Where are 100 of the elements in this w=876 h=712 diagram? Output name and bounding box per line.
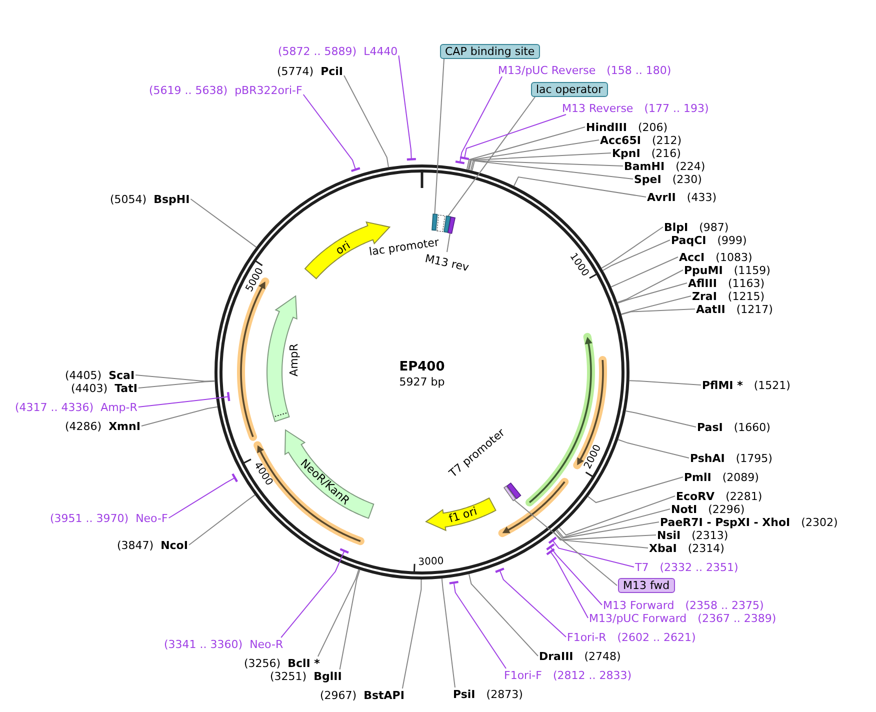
enzyme-name: NcoI xyxy=(160,538,188,552)
leader-line xyxy=(556,508,670,538)
leader-line xyxy=(302,94,361,172)
cut-site-position: (1660) xyxy=(734,420,770,434)
cut-site-position: (2873) xyxy=(486,688,523,700)
enzyme-name: AatII xyxy=(696,302,726,316)
leader-line xyxy=(468,574,538,656)
cut-site-position: (212) xyxy=(652,134,682,146)
enzyme-name: NsiI xyxy=(657,528,681,542)
cut-site-position: (2089) xyxy=(722,470,759,484)
plasmid-name: EP400 xyxy=(399,360,445,374)
primer-position: (3951 .. 3970) xyxy=(50,512,129,524)
enzyme-name: BglII xyxy=(314,670,342,682)
enzyme-name: TatI xyxy=(114,382,138,394)
enzyme-name: DraIII xyxy=(539,650,574,662)
leader-line xyxy=(458,114,566,160)
leader-line xyxy=(188,494,256,546)
cut-site-position: (1083) xyxy=(716,250,752,264)
leader-line xyxy=(434,58,444,215)
leader-line xyxy=(558,496,676,536)
cut-site-position: (3847) xyxy=(117,538,154,552)
leader-line xyxy=(454,76,502,164)
cut-site-position: (433) xyxy=(686,190,716,204)
enzyme-name: AccI xyxy=(679,250,705,264)
enzyme-name: PciI xyxy=(320,64,344,78)
primer-name: L4440 xyxy=(364,44,398,58)
leader-line xyxy=(140,406,218,426)
enzyme-name: BclI * xyxy=(288,656,320,670)
leader-line xyxy=(466,126,586,170)
primer-name: M13/pUC Reverse xyxy=(498,64,596,76)
leader-line xyxy=(441,578,456,688)
cut-site-position: (2748) xyxy=(584,650,621,662)
leader-line xyxy=(344,75,389,168)
cut-site-position: (4405) xyxy=(65,368,102,382)
scale-label: 3000 xyxy=(418,556,444,568)
primer-position: (2602 .. 2621) xyxy=(617,630,696,644)
cut-site-position: (1159) xyxy=(734,264,770,276)
cut-site-position: (2302) xyxy=(801,516,838,528)
primer-name: M13 Reverse xyxy=(562,102,634,114)
cut-site-position: (1217) xyxy=(736,302,773,316)
primer-position: (3341 .. 3360) xyxy=(164,638,243,650)
leader-line xyxy=(548,536,634,568)
primer-name: Neo-F xyxy=(136,512,168,524)
enzyme-name: PshAI xyxy=(690,452,725,464)
cut-site-position: (2296) xyxy=(708,502,745,516)
leader-line xyxy=(168,472,238,518)
enzyme-name: KpnI xyxy=(612,146,640,160)
leader-line xyxy=(339,569,360,670)
leader-line xyxy=(494,568,566,638)
leader-line xyxy=(554,532,656,540)
primer-name: pBR322ori-F xyxy=(234,84,302,96)
feature-label: f1 ori xyxy=(447,504,479,526)
enzyme-name: PflMI * xyxy=(702,378,743,392)
enzyme-name: PmlI xyxy=(684,470,712,484)
leader-line xyxy=(448,96,536,217)
cut-site-position: (4286) xyxy=(65,420,102,432)
enzyme-name: AflIII xyxy=(688,276,717,290)
primer-position: (158 .. 180) xyxy=(606,64,672,76)
leader-line xyxy=(514,500,618,586)
enzyme-name: BamHI xyxy=(624,160,665,172)
leader-line xyxy=(470,160,624,171)
feature-label: ori xyxy=(333,238,352,258)
feature-block xyxy=(442,214,452,234)
cut-site-position: (1163) xyxy=(728,276,765,290)
scale-label: 2000 xyxy=(582,443,604,471)
enzyme-name: PpuMI xyxy=(684,264,723,276)
primer-position: (177 .. 193) xyxy=(644,102,709,114)
leader-line xyxy=(138,391,230,408)
feature-label: M13 rev xyxy=(424,252,470,274)
enzyme-name: XbaI xyxy=(649,542,677,554)
enzyme-name: ZraI xyxy=(692,290,717,302)
primer-name: Amp-R xyxy=(100,400,138,414)
primer-position: (5872 .. 5889) xyxy=(278,44,357,58)
cut-site-position: (2967) xyxy=(320,688,357,702)
primer-position: (2812 .. 2833) xyxy=(552,668,632,682)
cut-site-position: (230) xyxy=(672,172,702,186)
enzyme-name: BlpI xyxy=(664,220,688,234)
enzyme-name: HindIII xyxy=(586,120,627,134)
cut-site-position: (224) xyxy=(676,160,706,172)
leader-line xyxy=(398,55,417,161)
leader-line xyxy=(546,543,602,606)
primer-position: (2358 .. 2375) xyxy=(685,598,764,612)
leader-line xyxy=(620,308,696,316)
primer-name: Neo-R xyxy=(250,638,284,650)
leader-line xyxy=(617,282,688,304)
leader-line xyxy=(587,476,684,504)
leader-line xyxy=(625,410,696,428)
primer-name: F1ori-R xyxy=(567,630,606,644)
cut-site-position: (5774) xyxy=(277,64,314,78)
primer-position: (2367 .. 2389) xyxy=(698,612,776,624)
leader-line xyxy=(138,380,216,388)
cut-site-position: (206) xyxy=(638,120,668,134)
leader-line xyxy=(602,240,670,271)
primer-position: (5619 .. 5638) xyxy=(149,84,228,96)
leader-line xyxy=(616,270,684,303)
plasmid-size: 5927 bp xyxy=(399,376,445,388)
primer-name: F1ori-F xyxy=(504,668,542,682)
leader-line xyxy=(280,548,350,638)
feature-tag: CAP binding site xyxy=(440,44,540,59)
leader-line xyxy=(601,226,664,269)
